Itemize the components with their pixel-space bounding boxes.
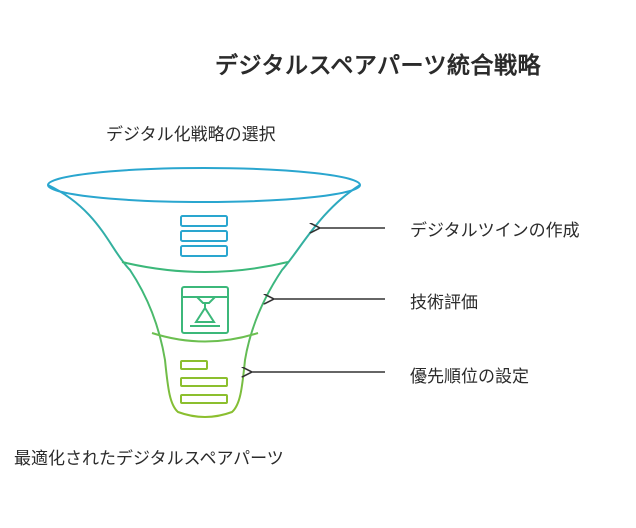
3d-printer-icon (181, 286, 229, 334)
funnel-input-label: デジタル化戦略の選択 (106, 125, 276, 145)
diagram-title: デジタルスペアパーツ統合戦略 (214, 53, 541, 79)
stage-label-digital-twin: デジタルツインの作成 (410, 221, 580, 241)
stacked-layers-icon (180, 215, 228, 257)
stage-label-priority: 優先順位の設定 (410, 367, 529, 387)
funnel-divider-2 (151, 332, 259, 343)
funnel-body (47, 184, 361, 418)
funnel-output-label: 最適化されたデジタルスペアパーツ (14, 449, 284, 469)
funnel-rim (47, 167, 361, 203)
funnel-divider-1 (121, 261, 289, 273)
list-bars-icon (180, 360, 228, 404)
stage-label-tech-eval: 技術評価 (410, 293, 478, 313)
